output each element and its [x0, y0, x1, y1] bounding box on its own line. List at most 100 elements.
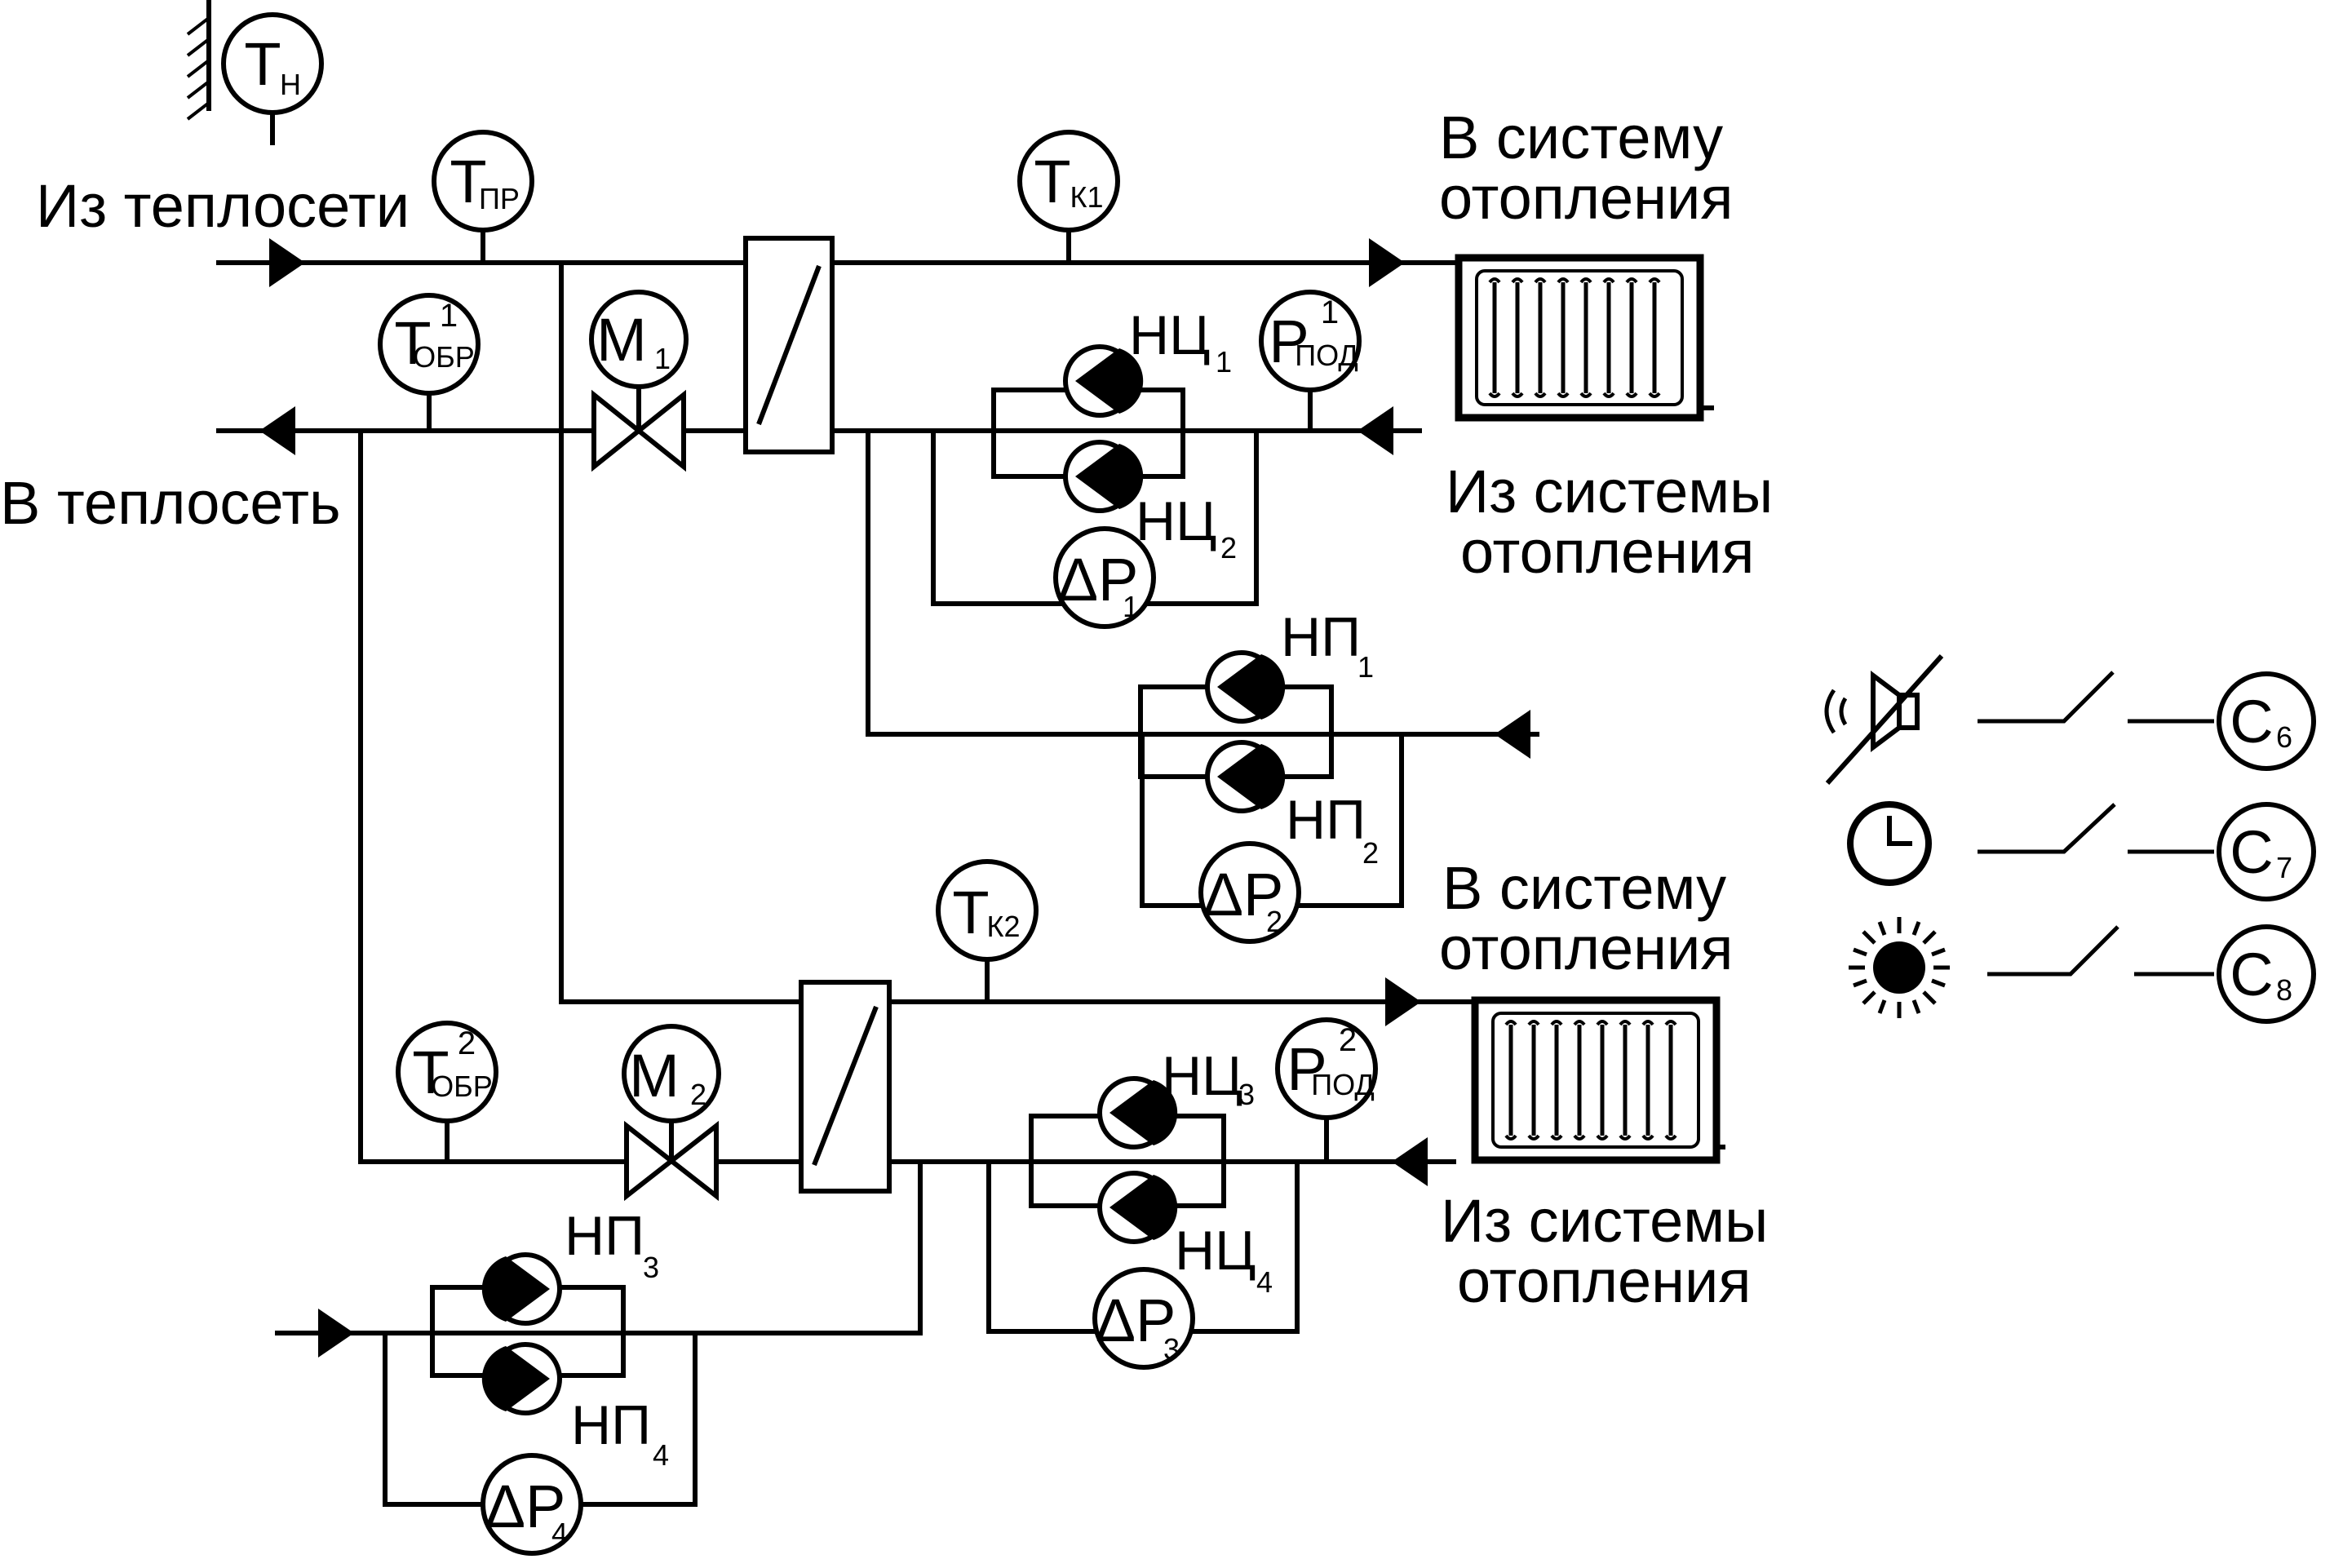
- pump-np1-sub: 1: [1358, 650, 1374, 684]
- t-k1-label: T: [1034, 148, 1070, 215]
- switch-c7: C 7: [1978, 802, 2316, 901]
- p-supply-1-label: P: [1269, 308, 1309, 375]
- c6-sub: 6: [2276, 720, 2292, 754]
- p-supply-2-sub: ПОД: [1311, 1068, 1374, 1101]
- from-heating-2-line1: Из системы: [1441, 1187, 1768, 1255]
- pump-np3-label: НП: [565, 1205, 644, 1267]
- t-supply-label: T: [450, 148, 486, 215]
- dp4-sub: 4: [551, 1517, 568, 1550]
- radiator-1-icon: [1459, 258, 1700, 418]
- t-k2-label: T: [952, 879, 989, 946]
- c8-sub: 8: [2276, 973, 2292, 1007]
- c8-label: C: [2230, 941, 2273, 1008]
- c7-label: C: [2230, 818, 2273, 886]
- pump-np2-label: НП: [1286, 789, 1366, 851]
- pump-nc2-label: НЦ: [1136, 490, 1216, 552]
- valve-m2-sub: 2: [690, 1078, 706, 1111]
- pump-np1-label: НП: [1281, 606, 1361, 668]
- switch-c6: C 6: [1978, 671, 2316, 771]
- p-supply-2-sup: 2: [1339, 1022, 1357, 1058]
- t-return-1-label: T: [394, 309, 431, 377]
- switch-c8: C 8: [1987, 924, 2316, 1024]
- speaker-muted-icon: [1824, 653, 1944, 786]
- pump-nc3-sub: 3: [1238, 1078, 1255, 1111]
- pump-np4-label: НП: [571, 1394, 651, 1456]
- dp4-label: ΔP: [485, 1473, 566, 1540]
- valve-m1: M 1: [589, 290, 689, 472]
- dp2-sub: 2: [1266, 905, 1282, 938]
- t-supply-sensor: T ПР: [432, 130, 534, 263]
- t-return-2-sub: ОБР: [431, 1070, 493, 1103]
- dp4-sensor: ΔP 4: [481, 1453, 583, 1556]
- pump-nc1-label: НЦ: [1129, 304, 1210, 366]
- pump-nc4-sub: 4: [1256, 1265, 1273, 1299]
- return-in-2-arrow-icon: [1392, 1137, 1428, 1186]
- return-arrow-icon: [259, 406, 295, 455]
- valve-m2: M 2: [622, 1024, 721, 1202]
- pump-np4-icon: [482, 1344, 560, 1413]
- p-supply-2-sensor: P 2 ПОД: [1275, 1017, 1378, 1162]
- pump-np2-icon: [1207, 742, 1285, 811]
- t-return-2-sup: 2: [458, 1025, 476, 1061]
- supply-out-1-arrow-icon: [1369, 238, 1405, 287]
- t-return-1-sub: ОБР: [413, 340, 475, 374]
- pump-np2-sub: 2: [1362, 836, 1379, 870]
- heat-exchanger-1: [743, 236, 835, 454]
- dp1-sub: 1: [1123, 590, 1139, 623]
- to-heating-1-line1: В систему: [1439, 104, 1723, 171]
- to-heat-network-label: В теплосеть: [0, 469, 341, 537]
- dp3-label: ΔP: [1096, 1287, 1176, 1354]
- t-k1-sub: К1: [1070, 180, 1104, 214]
- t-supply-sub: ПР: [479, 182, 520, 215]
- t-outdoor-sensor: T Н: [186, 0, 324, 145]
- radiator-2-icon: [1475, 1000, 1716, 1160]
- valve-m1-sub: 1: [654, 342, 671, 375]
- dp3-sensor: ΔP 3: [1092, 1267, 1195, 1370]
- pump-nc1-sub: 1: [1216, 345, 1232, 379]
- to-heating-2-line2: отопления: [1439, 915, 1733, 982]
- t-return-2-label: T: [412, 1039, 449, 1106]
- t-outdoor-sub: Н: [280, 68, 301, 101]
- pump-nc2-icon: [1065, 442, 1143, 511]
- from-heating-1-line1: Из системы: [1446, 458, 1773, 525]
- pump-nc3-label: НЦ: [1162, 1045, 1242, 1107]
- to-heating-2-line1: В систему: [1442, 854, 1726, 922]
- pump-np1-icon: [1207, 653, 1285, 721]
- return-in-1-arrow-icon: [1358, 406, 1393, 455]
- np-inlet-arrow-icon: [1495, 710, 1530, 759]
- pump-np4-sub: 4: [653, 1438, 669, 1472]
- dp2-sensor: ΔP 2: [1198, 841, 1301, 944]
- t-k2-sub: К2: [987, 910, 1021, 943]
- supply-out-2-arrow-icon: [1385, 977, 1421, 1026]
- clock-icon: [1847, 801, 1932, 886]
- c7-sub: 7: [2276, 851, 2292, 884]
- pump-nc4-label: НЦ: [1175, 1220, 1256, 1282]
- pump-nc4-icon: [1100, 1173, 1177, 1242]
- pump-nc2-sub: 2: [1220, 531, 1237, 565]
- valve-m1-label: M: [596, 306, 647, 374]
- from-heating-2-line2: отопления: [1457, 1247, 1751, 1315]
- from-heat-network-label: Из теплосети: [36, 172, 410, 240]
- sun-icon: [1849, 917, 1950, 1018]
- c6-label: C: [2230, 688, 2273, 755]
- t-return-1-sensor: T 1 ОБР: [378, 293, 481, 431]
- t-k1-sensor: T К1: [1017, 130, 1120, 263]
- p-supply-2-label: P: [1287, 1035, 1327, 1103]
- t-k2-sensor: T К2: [936, 859, 1039, 1002]
- return-collector: [358, 428, 629, 1164]
- branch-to-lower-hx: [559, 260, 802, 1004]
- from-heating-1-line2: отопления: [1460, 518, 1754, 586]
- dp1-sensor: ΔP 1: [1053, 526, 1156, 629]
- inlet-arrow-icon: [269, 238, 305, 287]
- to-heating-1-line2: отопления: [1439, 164, 1733, 232]
- p-supply-1-sensor: P 1 ПОД: [1259, 290, 1362, 431]
- p-supply-1-sup: 1: [1321, 295, 1339, 330]
- valve-m2-label: M: [629, 1042, 680, 1110]
- pump-np3-sub: 3: [643, 1251, 659, 1284]
- dp3-sub: 3: [1163, 1332, 1180, 1366]
- np-lower-inlet-arrow-icon: [318, 1309, 354, 1358]
- heat-exchanger-2: [799, 980, 892, 1194]
- t-outdoor-label: T: [244, 30, 281, 98]
- p-supply-1-sub: ПОД: [1295, 339, 1358, 372]
